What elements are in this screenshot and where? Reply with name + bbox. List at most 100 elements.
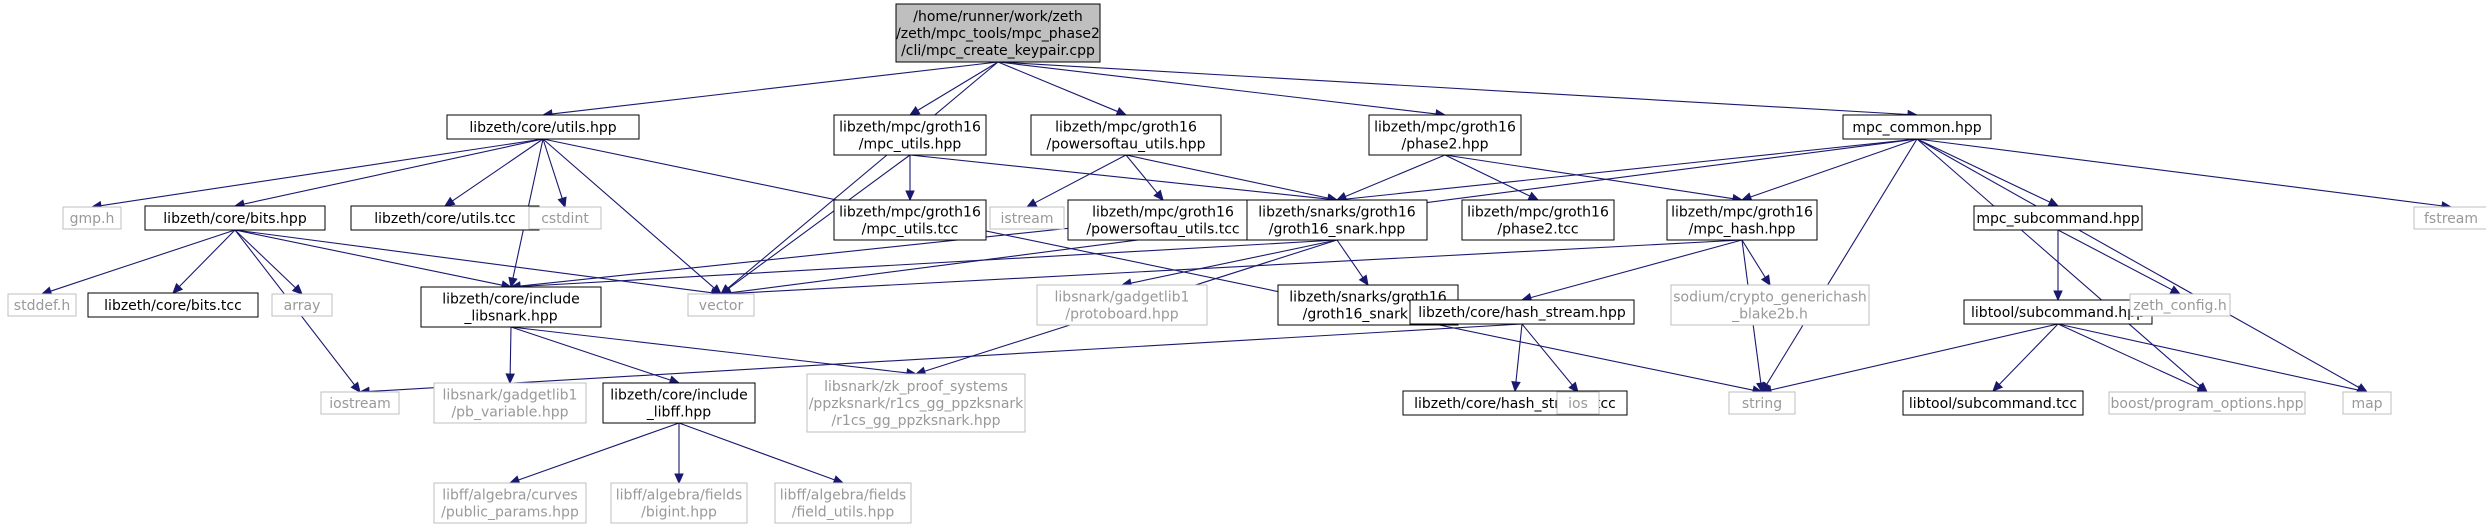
node-label-line: istream xyxy=(1001,211,1054,227)
edge-powersoftau_hpp-to-powersoftau_tcc xyxy=(1125,154,1164,201)
edge-line xyxy=(1916,138,2201,387)
node-box xyxy=(1036,284,1208,326)
edge-groth16_snark_hpp-to-groth16_snark_tcc xyxy=(1336,239,1369,287)
node-mpc-hash-hpp[interactable]: libzeth/mpc/groth16/mpc_hash.hpp xyxy=(1666,199,1818,241)
node-label-line: mpc_subcommand.hpp xyxy=(1976,211,2139,227)
node-label-line: sodium/crypto_generichash xyxy=(1673,290,1867,306)
edge-line xyxy=(452,138,544,202)
node-utils-hpp[interactable]: libzeth/core/utils.hpp xyxy=(446,114,640,140)
edge-root-to-mpc_common_hpp xyxy=(997,61,1919,120)
node-include-libff[interactable]: libzeth/core/include_libff.hpp xyxy=(602,382,756,424)
edge-bits_hpp-to-include_libsnark xyxy=(234,229,513,290)
node-label-line: /field_utils.hpp xyxy=(792,505,895,521)
node-box xyxy=(610,482,748,524)
node-box xyxy=(895,3,1101,63)
node-box xyxy=(528,206,602,230)
edge-bits_hpp-to-bits_tcc xyxy=(172,229,236,294)
node-include-libsnark[interactable]: libzeth/core/include_libsnark.hpp xyxy=(420,286,602,328)
node-mpc-utils-tcc[interactable]: libzeth/mpc/groth16/mpc_utils.tcc xyxy=(833,199,987,241)
node-label-line: /phase2.tcc xyxy=(1497,222,1578,238)
edge-mpc_common_hpp-to-map xyxy=(1916,138,2369,393)
node-label-line: /protoboard.hpp xyxy=(1065,307,1178,323)
node-box xyxy=(833,199,987,241)
node-label-line: libzeth/core/bits.tcc xyxy=(104,298,242,314)
arrowhead xyxy=(908,106,921,116)
node-phase2-hpp[interactable]: libzeth/mpc/groth16/phase2.hpp xyxy=(1368,114,1522,156)
node-phase2-tcc[interactable]: libzeth/mpc/groth16/phase2.tcc xyxy=(1461,199,1615,241)
node-bits-hpp[interactable]: libzeth/core/bits.hpp xyxy=(144,205,326,231)
edge-line xyxy=(234,229,713,294)
edge-line xyxy=(1336,239,1364,278)
edge-line xyxy=(1444,154,1531,197)
node-box xyxy=(2342,391,2392,415)
node-groth16-snark-hpp[interactable]: libzeth/snarks/groth16/groth16_snark.hpp xyxy=(1246,199,1428,241)
node-protoboard-hpp: libsnark/gadgetlib1/protoboard.hpp xyxy=(1036,284,1208,326)
node-boost-program-options: boost/program_options.hpp xyxy=(2108,391,2306,415)
node-label-line: map xyxy=(2351,396,2382,412)
node-label-line: /powersoftau_utils.hpp xyxy=(1046,137,1205,153)
edge-libtool_subcommand_hpp-to-map xyxy=(2057,323,2369,395)
edge-line xyxy=(1130,239,1338,284)
edge-line xyxy=(997,61,1437,115)
edge-hash_stream_hpp-to-ios xyxy=(1521,323,1579,393)
node-mpc-utils-hpp[interactable]: libzeth/mpc/groth16/mpc_utils.hpp xyxy=(833,114,987,156)
edge-line xyxy=(1444,154,1734,200)
node-mpc-subcommand-hpp[interactable]: mpc_subcommand.hpp xyxy=(1973,205,2143,231)
node-label-line: libzeth/snarks/groth16 xyxy=(1289,290,1446,306)
arrowhead xyxy=(557,196,567,209)
node-label-line: /cli/mpc_create_keypair.cpp xyxy=(901,43,1095,59)
edge-line xyxy=(1125,154,1158,194)
edge-mpc_subcommand_hpp-to-libtool_subcommand_hpp xyxy=(2053,230,2063,302)
edge-line xyxy=(1125,154,1329,199)
arrowhead xyxy=(1527,191,1540,201)
edges-layer xyxy=(40,61,2453,485)
node-label-line: cstdint xyxy=(541,211,589,227)
node-label-line: stddef.h xyxy=(14,298,70,314)
edge-include_libsnark-to-include_libff xyxy=(510,326,681,385)
edge-line xyxy=(519,239,1338,288)
node-box xyxy=(774,482,912,524)
node-cstdint: cstdint xyxy=(528,206,602,230)
node-powersoftau-hpp[interactable]: libzeth/mpc/groth16/powersoftau_utils.hp… xyxy=(1030,114,1222,156)
node-root[interactable]: /home/runner/work/zeth/zeth/mpc_tools/mp… xyxy=(895,3,1101,63)
node-label-line: libtool/subcommand.tcc xyxy=(1909,396,2077,412)
edge-libtool_subcommand_hpp-to-libtool_subcommand_tcc xyxy=(1992,323,2059,392)
node-libtool-subcommand-hpp[interactable]: libtool/subcommand.hpp xyxy=(1963,299,2153,325)
node-istream: istream xyxy=(989,206,1065,230)
node-label-line: /ppzksnark/r1cs_gg_ppzksnark xyxy=(809,396,1024,412)
edge-line xyxy=(542,138,1754,391)
edge-line xyxy=(2057,323,2359,391)
node-box xyxy=(2129,293,2231,317)
edge-utils_hpp-to-utils_tcc xyxy=(443,138,544,207)
node-label-line: mpc_common.hpp xyxy=(1852,120,1981,136)
edge-mpc_utils_hpp-to-mpc_utils_tcc xyxy=(905,155,915,202)
node-groth16-snark-tcc[interactable]: libzeth/snarks/groth16/groth16_snark.tcc xyxy=(1277,284,1459,326)
node-hash-stream-hpp[interactable]: libzeth/core/hash_stream.hpp xyxy=(1409,299,1635,325)
arrowhead xyxy=(905,190,915,202)
node-libtool-subcommand-tcc[interactable]: libtool/subcommand.tcc xyxy=(1902,390,2084,416)
edge-line xyxy=(509,326,512,375)
node-iostream: iostream xyxy=(320,391,400,415)
edge-root-to-utils_hpp xyxy=(541,61,999,119)
node-box xyxy=(1246,199,1428,241)
node-box xyxy=(320,391,400,415)
node-mpc-common-hpp[interactable]: mpc_common.hpp xyxy=(1842,114,1992,140)
edge-line xyxy=(678,422,835,481)
edge-phase2_hpp-to-groth16_snark_hpp xyxy=(1335,154,1446,201)
node-box xyxy=(1030,114,1222,156)
node-label-line: boost/program_options.hpp xyxy=(2111,396,2304,412)
node-label-line: libsnark/zk_proof_systems xyxy=(824,379,1008,395)
node-fstream: fstream xyxy=(2413,206,2486,230)
node-box xyxy=(989,206,1065,230)
node-array: array xyxy=(271,293,333,317)
node-utils-tcc[interactable]: libzeth/core/utils.tcc xyxy=(350,205,540,231)
node-label-line: _blake2b.h xyxy=(1731,307,1808,323)
arrowhead xyxy=(443,196,456,207)
node-bits-tcc[interactable]: libzeth/core/bits.tcc xyxy=(87,292,259,318)
node-label-line: /phase2.hpp xyxy=(1402,137,1489,153)
node-pb-variable-hpp: libsnark/gadgetlib1/pb_variable.hpp xyxy=(433,382,587,424)
arrowhead xyxy=(1153,189,1164,201)
node-box xyxy=(271,293,333,317)
node-powersoftau-tcc[interactable]: libzeth/mpc/groth16/powersoftau_utils.tc… xyxy=(1067,199,1259,241)
node-stddef-h: stddef.h xyxy=(7,293,77,317)
